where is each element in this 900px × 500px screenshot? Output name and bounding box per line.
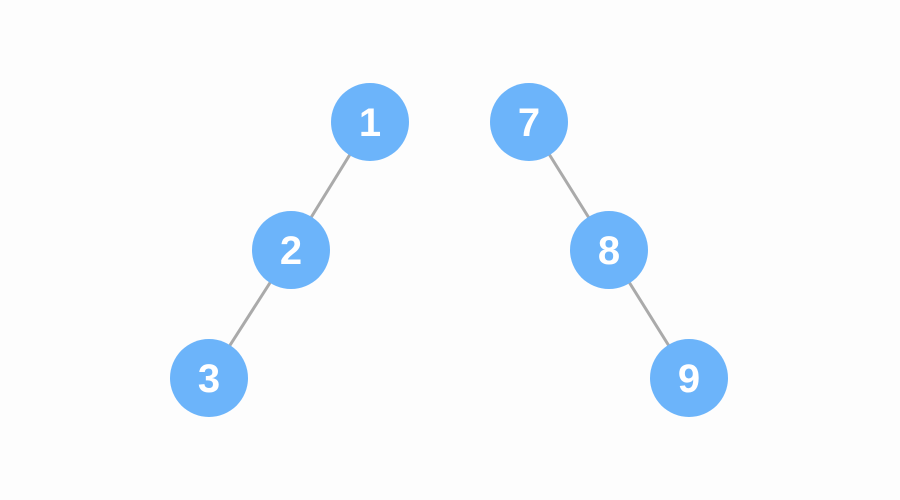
graph-node[interactable]: 8 xyxy=(570,211,648,289)
graph-node[interactable]: 1 xyxy=(331,83,409,161)
graph-node-circle[interactable] xyxy=(490,83,568,161)
node-layer: 123 789 xyxy=(170,83,728,417)
graph-node-circle[interactable] xyxy=(331,83,409,161)
graph-node[interactable]: 7 xyxy=(490,83,568,161)
graph-node[interactable]: 2 xyxy=(252,211,330,289)
graph-node[interactable]: 9 xyxy=(650,339,728,417)
graph-node[interactable]: 3 xyxy=(170,339,248,417)
graph-node-circle[interactable] xyxy=(252,211,330,289)
graph-node-circle[interactable] xyxy=(650,339,728,417)
graph-node-circle[interactable] xyxy=(170,339,248,417)
graph-node-circle[interactable] xyxy=(570,211,648,289)
